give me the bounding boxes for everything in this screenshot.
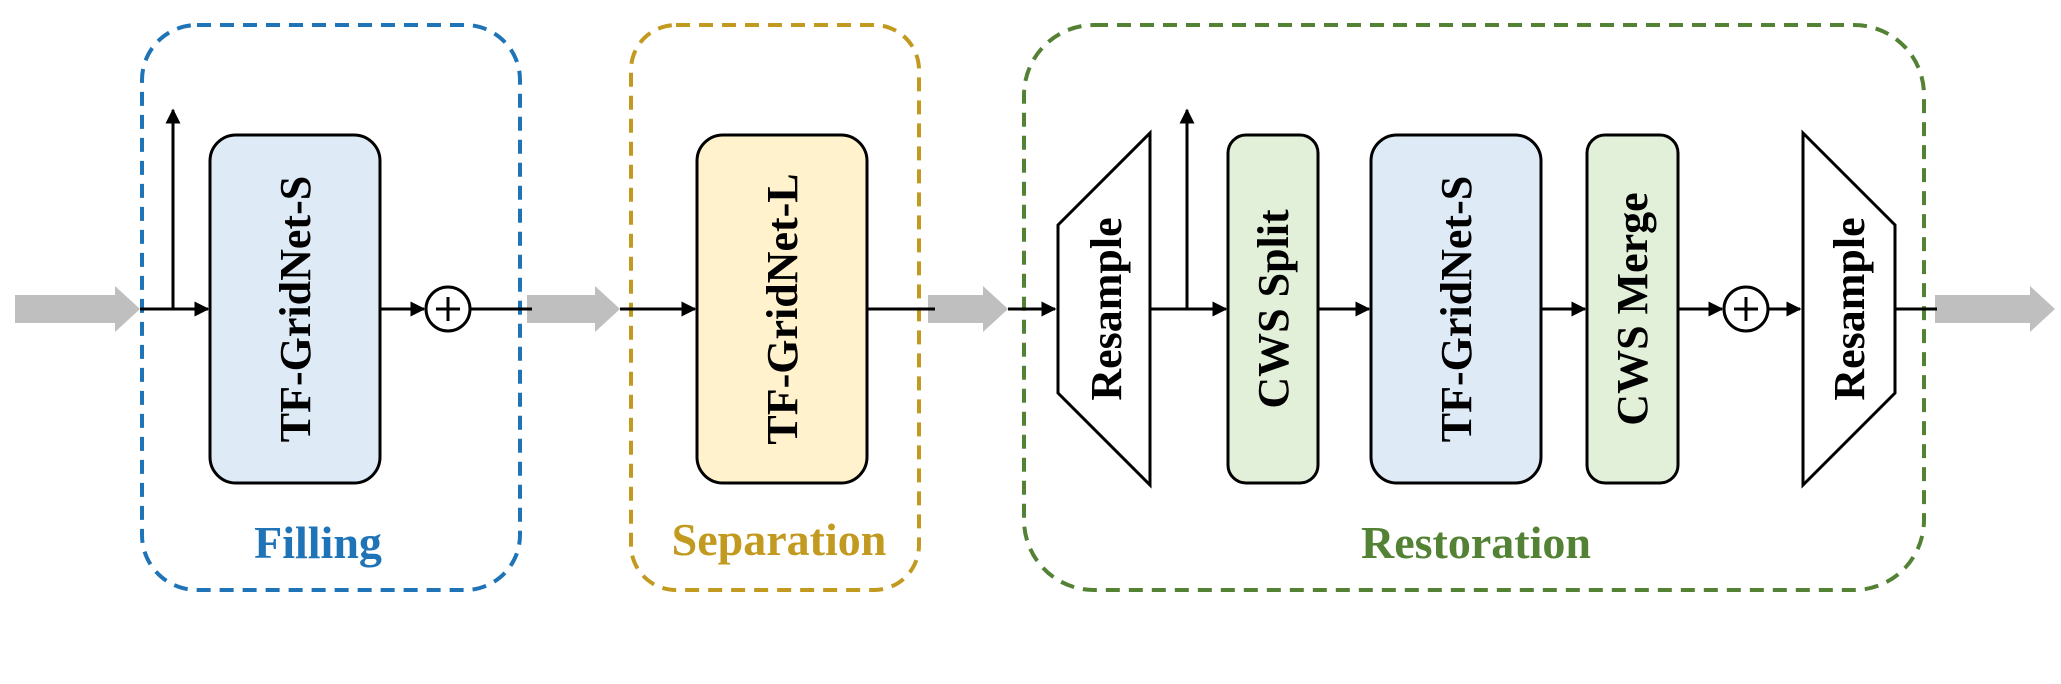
resample-out-label: Resample	[1825, 217, 1874, 400]
separation-to-restoration-arrow-icon	[928, 286, 1008, 332]
filling-label: Filling	[254, 517, 382, 568]
output-flow-arrow-icon	[1935, 286, 2055, 332]
filling-net-label: TF-GridNet-S	[271, 176, 320, 442]
restoration-adder-icon	[1722, 285, 1770, 333]
resample-out-block	[1801, 129, 1897, 489]
resample-in-block	[1056, 129, 1152, 489]
restoration-net-label: TF-GridNet-S	[1432, 176, 1481, 442]
cws-split-label: CWS Split	[1249, 209, 1298, 409]
separation-label: Separation	[672, 514, 887, 565]
restoration-label: Restoration	[1361, 517, 1591, 568]
input-flow-arrow-icon	[15, 286, 140, 332]
filling-adder-icon	[424, 285, 472, 333]
filling-to-separation-arrow-icon	[527, 286, 620, 332]
cws-merge-label: CWS Merge	[1608, 192, 1657, 425]
resample-in-label: Resample	[1082, 217, 1131, 400]
separation-net-label: TF-GridNet-L	[758, 173, 807, 444]
